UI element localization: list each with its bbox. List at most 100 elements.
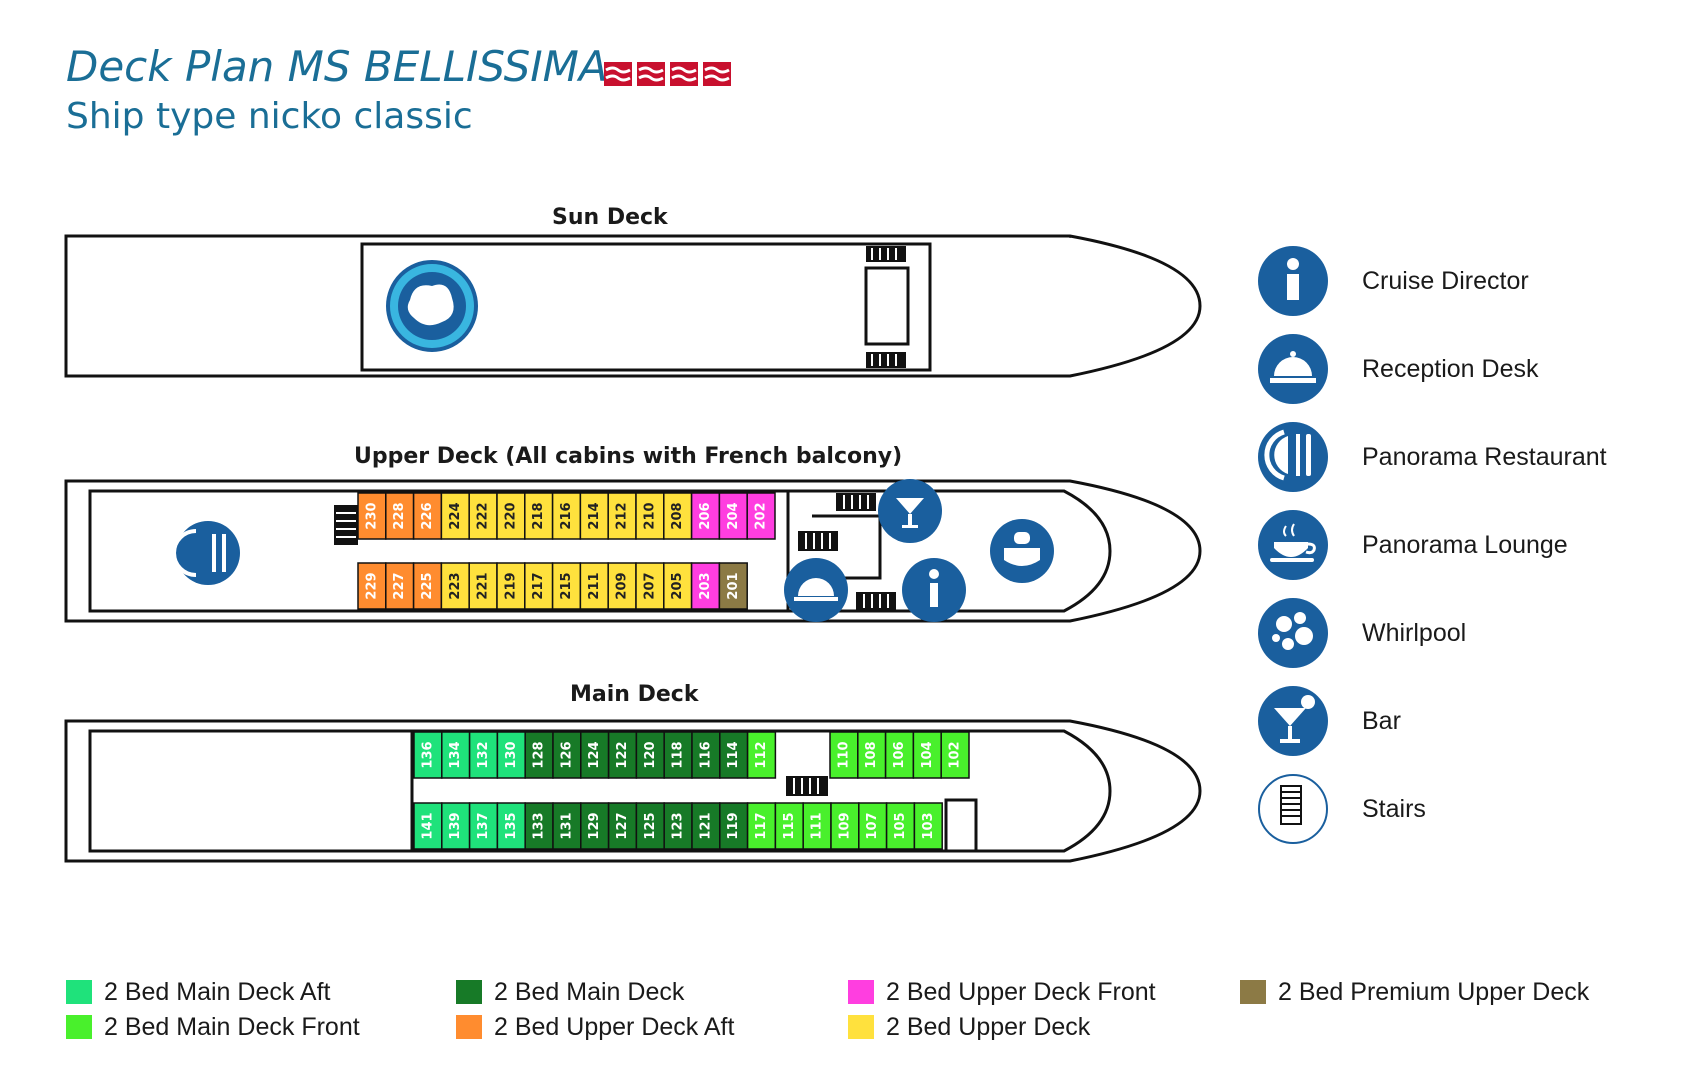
cabin-136[interactable]: 136 [413, 731, 443, 779]
cabin-102[interactable]: 102 [940, 731, 970, 779]
cabin-133[interactable]: 133 [524, 802, 554, 850]
legend-label: 2 Bed Upper Deck [886, 1012, 1091, 1041]
legend-main: 2 Bed Main Deck [456, 976, 684, 1008]
cabin-number: 136 [420, 741, 435, 768]
info-icon [1258, 246, 1328, 316]
cabin-132[interactable]: 132 [468, 731, 499, 779]
cabin-110[interactable]: 110 [829, 731, 859, 779]
cabin-106[interactable]: 106 [884, 731, 915, 779]
cabin-227[interactable]: 227 [385, 562, 415, 610]
cabin-119[interactable]: 119 [719, 802, 749, 850]
restaurant-map-icon [172, 521, 240, 585]
cabin-203[interactable]: 203 [690, 562, 721, 610]
cabin-225[interactable]: 225 [412, 562, 443, 610]
cabin-209[interactable]: 209 [607, 562, 637, 610]
cabin-218[interactable]: 218 [524, 492, 554, 540]
cabin-103[interactable]: 103 [913, 802, 943, 850]
cabin-210[interactable]: 210 [635, 492, 665, 540]
cabin-105[interactable]: 105 [885, 802, 916, 850]
cabin-224[interactable]: 224 [440, 492, 470, 540]
cabin-226[interactable]: 226 [412, 492, 443, 540]
cabin-228[interactable]: 228 [385, 492, 415, 540]
cabin-115[interactable]: 115 [774, 802, 804, 850]
upper-deck-stairs-bottom-icon [856, 592, 896, 610]
cabin-135[interactable]: 135 [496, 802, 526, 850]
cabin-124[interactable]: 124 [580, 731, 610, 779]
cabin-128[interactable]: 128 [524, 731, 554, 779]
cabin-130[interactable]: 130 [496, 731, 526, 779]
cabin-217[interactable]: 217 [524, 562, 554, 610]
cabin-number: 108 [864, 741, 879, 768]
cabin-220[interactable]: 220 [496, 492, 526, 540]
cabin-number: 204 [726, 502, 741, 529]
cabin-212[interactable]: 212 [607, 492, 637, 540]
cabin-121[interactable]: 121 [691, 802, 721, 850]
facility-panorama-lounge: Panorama Lounge [1258, 508, 1568, 582]
cabin-108[interactable]: 108 [857, 731, 887, 779]
cabin-number: 103 [921, 812, 936, 839]
cabin-131[interactable]: 131 [552, 802, 582, 850]
cabin-134[interactable]: 134 [441, 731, 471, 779]
cabin-number: 115 [782, 812, 797, 839]
cabin-120[interactable]: 120 [635, 731, 665, 779]
cabin-202[interactable]: 202 [746, 492, 776, 540]
cabin-104[interactable]: 104 [912, 731, 942, 779]
cabin-107[interactable]: 107 [858, 802, 888, 850]
cabin-207[interactable]: 207 [635, 562, 665, 610]
cabin-number: 112 [754, 741, 769, 768]
page-subtitle: Ship type nicko classic [66, 96, 473, 137]
cabin-number: 128 [532, 741, 547, 768]
cabin-221[interactable]: 221 [468, 562, 498, 610]
cabin-125[interactable]: 125 [635, 802, 665, 850]
facility-label: Stairs [1362, 794, 1426, 823]
cabin-127[interactable]: 127 [607, 802, 638, 850]
cabin-219[interactable]: 219 [496, 562, 526, 610]
cabin-211[interactable]: 211 [579, 562, 609, 610]
wave-flags-icon [604, 62, 731, 86]
cabin-109[interactable]: 109 [830, 802, 860, 850]
cabin-216[interactable]: 216 [551, 492, 582, 540]
cabin-114[interactable]: 114 [719, 731, 749, 779]
sun-deck-wheelhouse [864, 266, 910, 346]
cabin-number: 215 [559, 572, 574, 599]
cabin-123[interactable]: 123 [663, 802, 693, 850]
cabin-129[interactable]: 129 [580, 802, 610, 850]
cabin-126[interactable]: 126 [552, 731, 582, 779]
cabin-139[interactable]: 139 [441, 802, 471, 850]
cabin-117[interactable]: 117 [746, 802, 777, 850]
cabin-208[interactable]: 208 [663, 492, 693, 540]
cabin-118[interactable]: 118 [663, 731, 693, 779]
cabin-223[interactable]: 223 [440, 562, 470, 610]
cabin-111[interactable]: 111 [802, 802, 832, 850]
cabin-number: 208 [670, 502, 685, 529]
cocktail-icon [1258, 686, 1328, 756]
cabin-137[interactable]: 137 [468, 802, 499, 850]
cabin-230[interactable]: 230 [357, 492, 387, 540]
legend-label: 2 Bed Main Deck [494, 977, 685, 1006]
cabin-204[interactable]: 204 [718, 492, 748, 540]
cabin-215[interactable]: 215 [551, 562, 582, 610]
cabin-141[interactable]: 141 [413, 802, 443, 850]
cabin-205[interactable]: 205 [663, 562, 693, 610]
cabin-116[interactable]: 116 [691, 731, 721, 779]
cabin-number: 132 [476, 741, 491, 768]
legend-swatch [66, 1015, 92, 1039]
cabin-122[interactable]: 122 [607, 731, 638, 779]
cabin-number: 203 [698, 572, 713, 599]
cabin-number: 104 [920, 741, 935, 768]
facility-reception-desk: Reception Desk [1258, 332, 1538, 406]
cabin-number: 111 [810, 812, 825, 839]
upper-deck-stairs-mid-icon [798, 531, 838, 551]
cabin-number: 125 [643, 812, 658, 839]
cabin-number: 117 [754, 812, 769, 839]
cabin-214[interactable]: 214 [579, 492, 609, 540]
cabin-201[interactable]: 201 [718, 562, 748, 610]
cabin-112[interactable]: 112 [746, 731, 777, 779]
upper-deck-stairs-aft-icon [334, 505, 358, 545]
cabin-229[interactable]: 229 [357, 562, 387, 610]
cabin-222[interactable]: 222 [468, 492, 498, 540]
cabin-number: 202 [754, 502, 769, 529]
cabin-206[interactable]: 206 [690, 492, 721, 540]
legend-label: 2 Bed Upper Deck Front [886, 977, 1156, 1006]
